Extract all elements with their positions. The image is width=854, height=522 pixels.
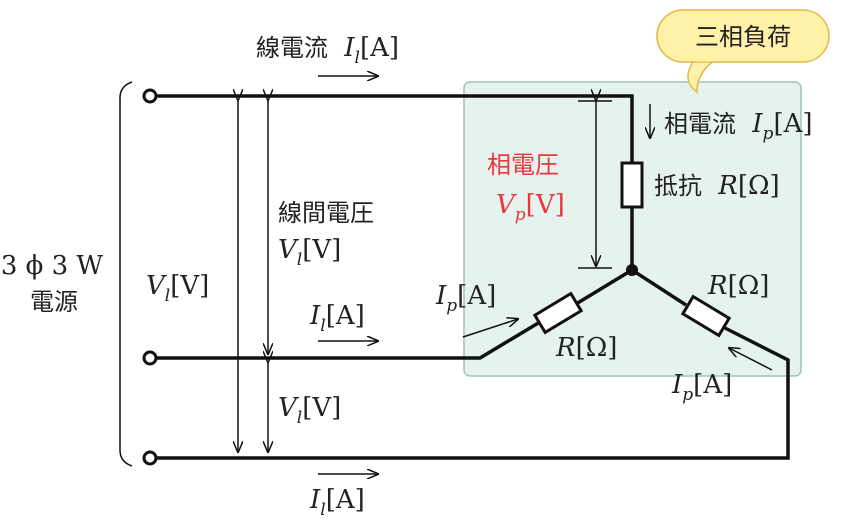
il-bottom-label: Il[A] [309,485,365,520]
ip-left-label: Ip[A] [435,281,496,316]
ip-right-label: Ip[A] [671,370,732,405]
resistor-label: 抵抗 R[Ω] [654,171,780,201]
wires [156,94,790,460]
source-type: 3 ϕ 3 W [1,251,104,281]
line-current-top-label: 線電流 Il[A] [256,33,399,68]
line-voltage-symbol: Vl[V] [278,235,341,270]
phase-current-label: 相電流 Ip[A] [664,109,813,144]
load-bubble-text: 三相負荷 [695,23,791,51]
terminal-2 [142,350,158,366]
vl-left-label: Vl[V] [146,271,209,306]
phase-voltage-symbol: Vp[V] [496,190,565,225]
resistor-right [680,294,732,338]
neutral-node [626,264,638,276]
phase-voltage-title: 相電圧 [487,151,559,179]
vl-lower-label: Vl[V] [278,393,341,428]
terminal-1 [142,88,158,104]
il-mid-label: Il[A] [309,301,365,336]
resistor-top [620,161,644,209]
resistor-left [532,291,584,335]
line-voltage-title: 線間電圧 [278,199,374,227]
source-bracket [119,81,133,467]
source-label: 電源 [30,288,78,316]
ip-left-arrow [462,319,518,338]
ip-right-arrow [729,348,773,371]
load-bubble: 三相負荷 [656,9,830,94]
terminal-3 [142,450,158,466]
r-right-label: R[Ω] [707,271,769,301]
r-left-label: R[Ω] [555,333,617,363]
